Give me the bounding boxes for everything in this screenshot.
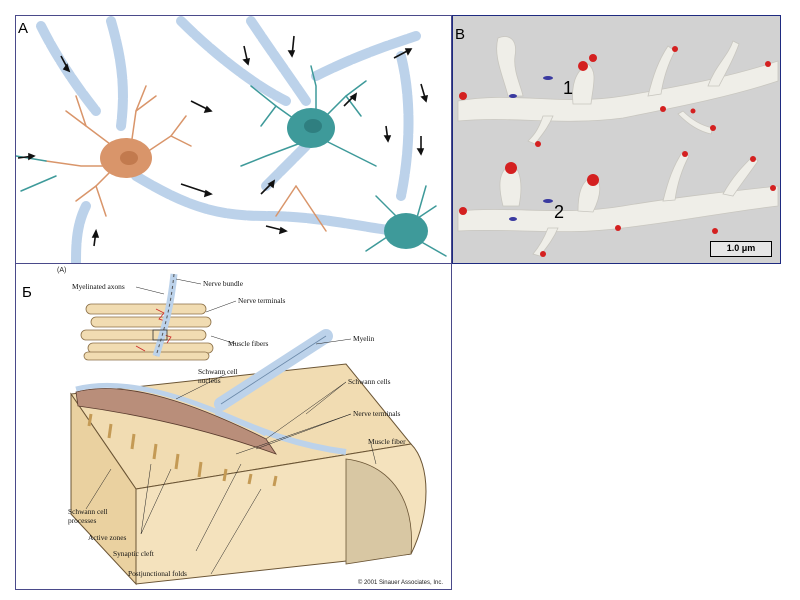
subfigure-tag: (A) [57,267,67,274]
label-schwann-processes-1: Schwann cell [68,507,108,516]
label-schwann-processes-2: processes [68,516,96,525]
panel-c-letter: Б [22,284,32,301]
panel-neuromuscular-junction: Б (A) [15,263,452,590]
teal-neuron-body-2 [384,213,428,249]
neuron-illustration [16,16,447,263]
panel-b-letter: B [455,26,466,43]
spine-markers-blue [509,76,553,221]
nmj-illustration: Myelinated axons Nerve bundle Nerve term… [68,273,427,586]
dendrite-label-1: 1 [563,78,574,98]
panel-neurons: A [15,15,452,264]
label-nerve-terminals-top: Nerve terminals [238,296,286,305]
label-schwann-cells: Schwann cells [348,377,391,386]
panel-dendrites: B [452,15,781,264]
label-nerve-bundle: Nerve bundle [203,279,244,288]
scale-bar: 1.0 μm [710,241,772,257]
label-postjunctional-folds: Postjunctional folds [128,569,187,578]
panel-a-letter: A [18,20,29,37]
label-schwann-nucleus-2: nucleus [198,376,221,385]
dendrite-label-2: 2 [554,202,565,222]
label-muscle-fiber: Muscle fiber [368,437,406,446]
dendrite-renderings [457,36,779,257]
label-schwann-nucleus-1: Schwann cell [198,367,238,376]
label-myelin: Myelin [353,334,375,343]
label-nerve-terminals: Nerve terminals [353,409,401,418]
label-myelinated-axons: Myelinated axons [72,282,125,291]
label-active-zones: Active zones [88,533,126,542]
label-synaptic-cleft: Synaptic cleft [113,549,155,558]
label-muscle-fibers: Muscle fibers [228,339,269,348]
spine-heads [459,46,776,257]
copyright-notice: © 2001 Sinauer Associates, Inc. [357,580,443,586]
